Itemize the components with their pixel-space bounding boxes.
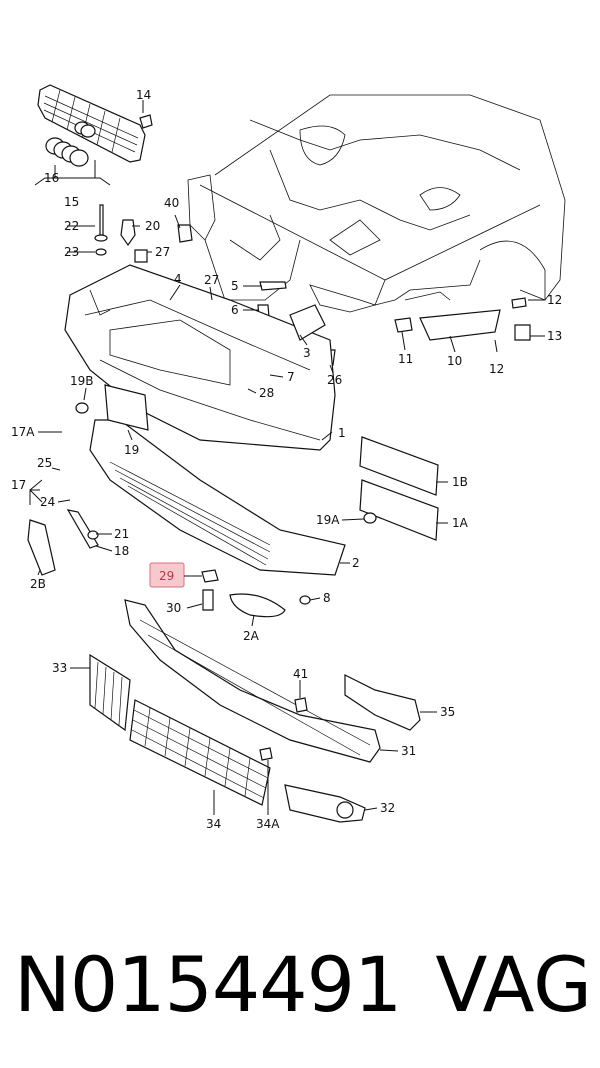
label-16: 16 (44, 171, 59, 185)
label-7: 7 (287, 370, 295, 384)
label-35: 35 (440, 705, 455, 719)
label-34A: 34A (256, 817, 280, 831)
label-12-top: 12 (547, 293, 562, 307)
label-41: 41 (293, 667, 308, 681)
label-13: 13 (547, 329, 562, 343)
label-31: 31 (401, 744, 416, 758)
label-5: 5 (231, 279, 239, 293)
label-1B: 1B (452, 475, 468, 489)
label-2: 2 (352, 556, 360, 570)
part-caption: N0154491 VAG (14, 935, 594, 1035)
brand-name: VAG (435, 940, 592, 1029)
label-26: 26 (327, 373, 342, 387)
label-27-top: 27 (155, 245, 170, 259)
part-labels: 14 16 15 40 22 20 23 27 4 27 5 6 3 7 26 … (11, 88, 562, 831)
label-32: 32 (380, 801, 395, 815)
label-15: 15 (64, 195, 79, 209)
label-40: 40 (164, 196, 179, 210)
label-8: 8 (323, 591, 331, 605)
label-14: 14 (136, 88, 151, 102)
label-2A: 2A (243, 629, 260, 643)
label-2B: 2B (30, 577, 46, 591)
label-11: 11 (398, 352, 413, 366)
label-1A: 1A (452, 516, 469, 530)
label-19: 19 (124, 443, 139, 457)
label-4: 4 (174, 272, 182, 286)
label-33: 33 (52, 661, 67, 675)
label-19B: 19B (70, 374, 94, 388)
car-body-outline (187, 94, 566, 313)
label-24: 24 (40, 495, 55, 509)
label-29: 29 (159, 569, 174, 583)
label-20: 20 (145, 219, 160, 233)
exploded-parts-diagram: 14 16 15 40 22 20 23 27 4 27 5 6 3 7 26 … (11, 84, 566, 831)
label-28: 28 (259, 386, 274, 400)
label-22: 22 (64, 219, 79, 233)
part-number: N0154491 (14, 940, 402, 1029)
label-6: 6 (231, 303, 239, 317)
highlight-box-29 (149, 562, 185, 588)
license-plate-holders (104, 297, 531, 541)
label-30: 30 (166, 601, 181, 615)
label-23: 23 (64, 245, 79, 259)
label-21: 21 (114, 527, 129, 541)
radiator-grille (34, 84, 153, 186)
label-34: 34 (206, 817, 221, 831)
label-17A: 17A (11, 425, 35, 439)
label-18: 18 (114, 544, 129, 558)
label-1: 1 (338, 426, 346, 440)
label-3: 3 (303, 346, 311, 360)
label-19A: 19A (316, 513, 340, 527)
label-25: 25 (37, 456, 52, 470)
lower-bumper-section (27, 419, 346, 618)
label-10: 10 (447, 354, 462, 368)
label-27: 27 (204, 273, 219, 287)
lower-grilles (89, 599, 421, 823)
label-17: 17 (11, 478, 26, 492)
leader-lines (29, 214, 545, 815)
label-12: 12 (489, 362, 504, 376)
part-29-clip (75, 402, 377, 611)
